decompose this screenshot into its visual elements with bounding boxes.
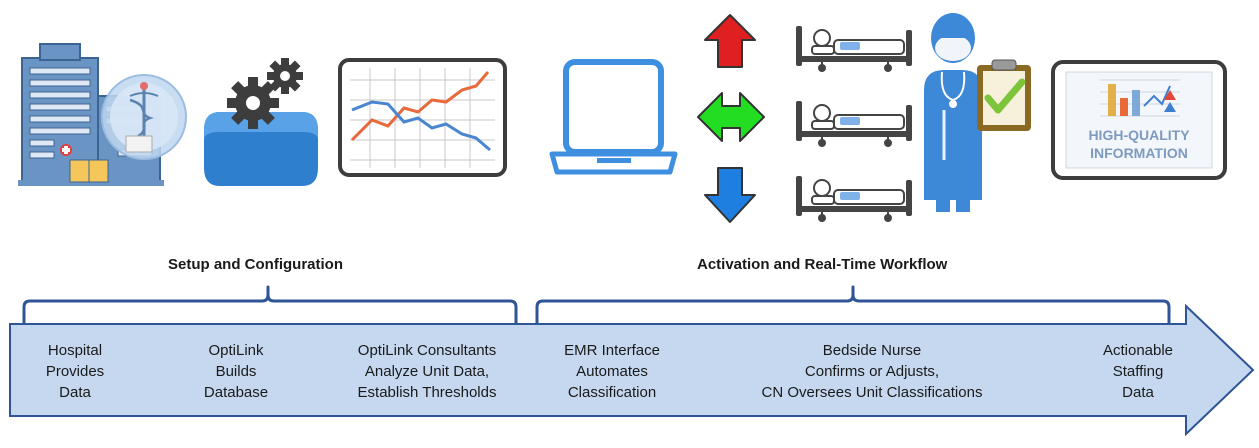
step-line: Provides bbox=[45, 363, 105, 380]
hq-line-1: HIGH-QUALITY bbox=[1088, 127, 1190, 143]
step-optilink-builds-database: OptiLink Builds Database bbox=[181, 340, 291, 403]
step-emr-interface: EMR Interface Automates Classification bbox=[544, 340, 680, 403]
process-arrow bbox=[9, 303, 1255, 437]
patient-bed-icon bbox=[796, 26, 912, 72]
laptop-icon bbox=[549, 59, 678, 175]
step-line: EMR Interface bbox=[564, 342, 660, 359]
step-line: Database bbox=[203, 384, 269, 401]
step-line: OptiLink Consultants bbox=[357, 342, 497, 359]
activation-brace bbox=[535, 285, 1171, 323]
step-line: Bedside Nurse bbox=[822, 342, 922, 359]
step-line: CN Oversees Unit Classifications bbox=[761, 384, 983, 401]
step-line: Classification bbox=[567, 384, 657, 401]
arrow-down-icon bbox=[704, 167, 756, 223]
arrow-horizontal-icon bbox=[697, 92, 765, 142]
nurse-icon bbox=[924, 13, 982, 212]
step-line: Staffing bbox=[1112, 363, 1164, 380]
step-line: Hospital bbox=[47, 342, 103, 359]
step-line: Builds bbox=[215, 363, 257, 380]
step-bedside-nurse: Bedside Nurse Confirms or Adjusts, CN Ov… bbox=[724, 340, 1020, 403]
step-line: OptiLink bbox=[208, 342, 264, 359]
arrow-up-icon bbox=[704, 14, 756, 68]
hospital-icon bbox=[18, 43, 187, 186]
step-actionable-data: Actionable Staffing Data bbox=[1083, 340, 1193, 403]
step-line: Establish Thresholds bbox=[357, 384, 497, 401]
step-line: Confirms or Adjusts, bbox=[804, 363, 940, 380]
step-line: Actionable bbox=[1102, 342, 1174, 359]
trend-chart-icon bbox=[338, 58, 507, 177]
section-title-setup: Setup and Configuration bbox=[168, 256, 343, 273]
patient-bed-icon bbox=[795, 175, 913, 223]
step-line: Analyze Unit Data, bbox=[364, 363, 490, 380]
clipboard-check-icon bbox=[977, 59, 1031, 131]
setup-brace bbox=[22, 285, 518, 323]
step-line: Data bbox=[59, 384, 91, 401]
step-line: Data bbox=[1122, 384, 1154, 401]
step-consultants-analyze: OptiLink Consultants Analyze Unit Data, … bbox=[334, 340, 520, 403]
step-hospital-provides-data: Hospital Provides Data bbox=[30, 340, 120, 403]
hq-line-2: INFORMATION bbox=[1090, 145, 1188, 161]
database-gears-icon bbox=[204, 58, 318, 186]
section-title-activation: Activation and Real-Time Workflow bbox=[697, 256, 948, 273]
step-line: Automates bbox=[576, 363, 648, 380]
high-quality-information-icon: HIGH-QUALITY INFORMATION bbox=[1051, 60, 1227, 180]
patient-bed-icon bbox=[795, 100, 913, 148]
